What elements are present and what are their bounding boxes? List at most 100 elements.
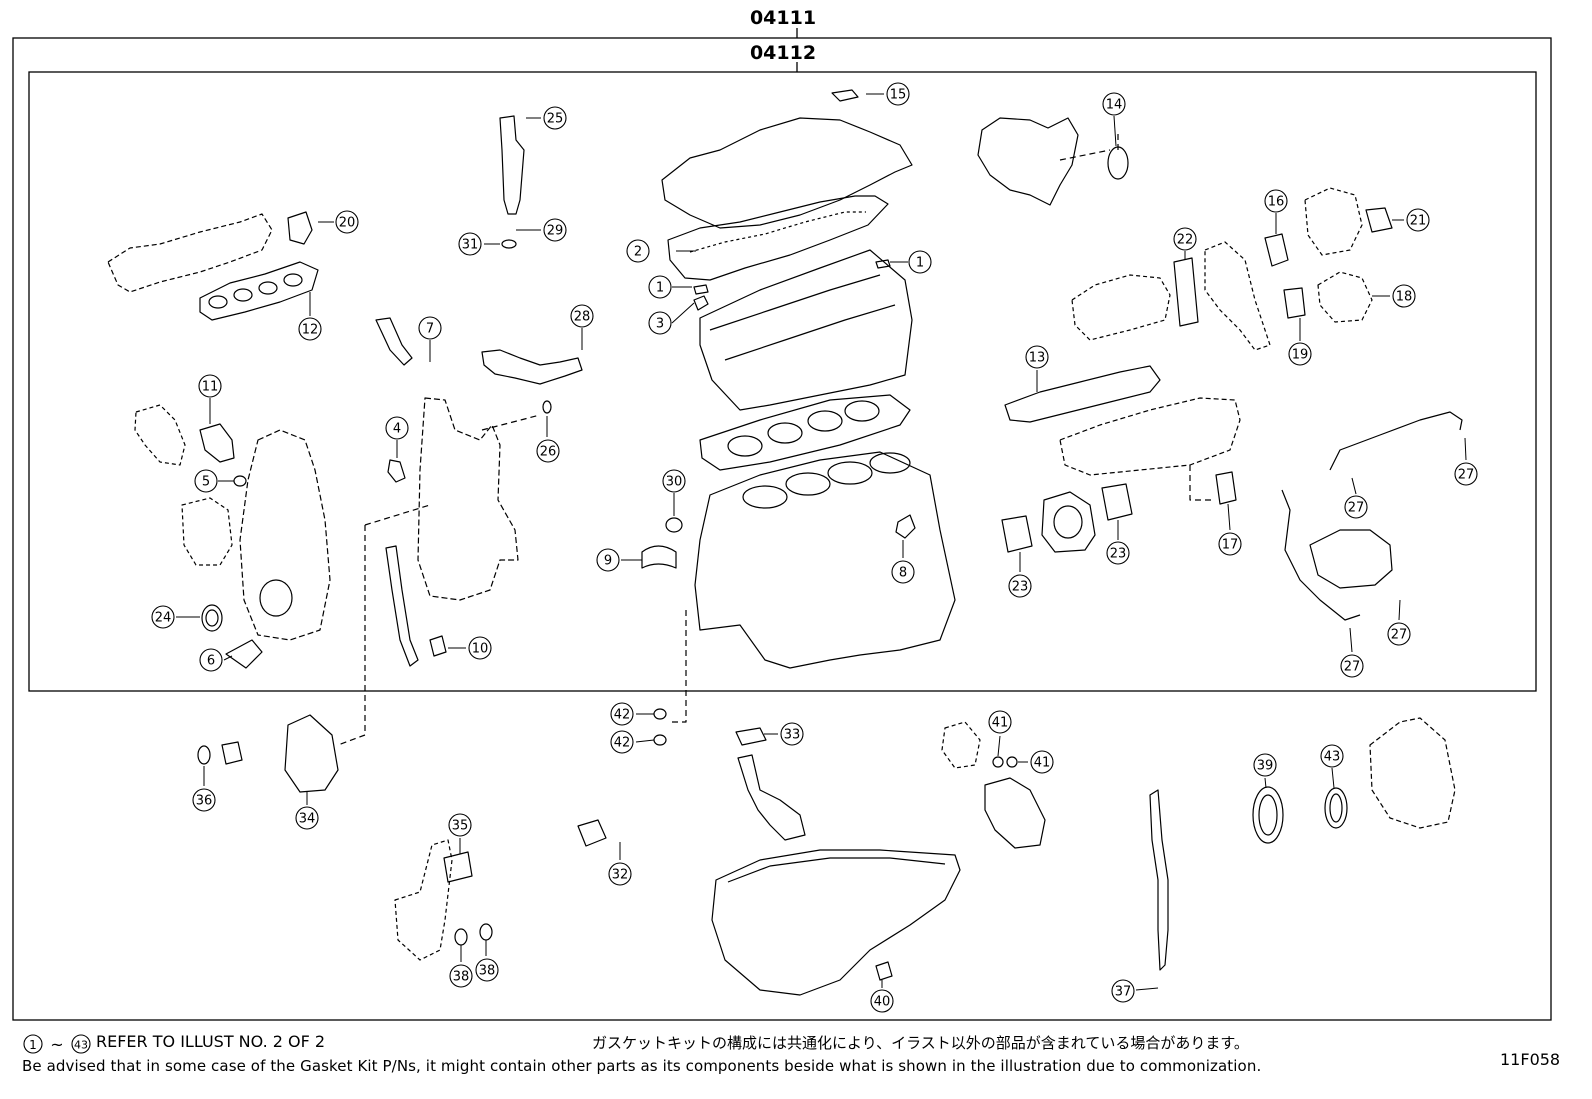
cylinder-block [694,451,956,669]
throttle-bore [1053,505,1083,539]
oring-38b [479,923,493,941]
svg-text:41: 41 [992,716,1009,731]
inner-part-number: 04112 [750,42,816,64]
svg-text:17: 17 [1222,538,1239,553]
exhaust-manifold-gasket [199,261,319,321]
oil-seal-front [201,604,223,632]
svg-text:37: 37 [1115,985,1132,1000]
callout-28: 28 [570,304,594,328]
egr-valve [1304,187,1363,256]
callout-25: 25 [543,106,567,130]
svg-text:23: 23 [1110,547,1127,562]
callout-29: 29 [543,218,567,242]
head-cover-gasket-inner [689,211,866,253]
svg-text:42: 42 [614,736,631,751]
svg-text:38: 38 [479,964,496,979]
svg-text:1: 1 [916,256,924,271]
throttle-body [1041,491,1096,553]
rear-plate [1369,717,1456,829]
callout-1a: 1 [648,275,672,299]
callout-36: 36 [192,788,216,812]
svg-text:12: 12 [302,323,319,338]
oil-pipe-left [375,317,413,366]
illustration-code: 11F058 [1500,1050,1561,1069]
oring-38a [454,928,468,946]
oring-30 [665,517,683,533]
intake-manifold-gasket [1004,365,1161,423]
turbocharger [977,117,1079,206]
callout-37: 37 [1111,979,1135,1003]
callout-31: 31 [458,232,482,256]
svg-text:2: 2 [634,245,642,260]
svg-text:43: 43 [74,1039,88,1052]
svg-text:1: 1 [656,281,664,296]
clip-1a [693,284,709,295]
svg-text:34: 34 [299,812,316,827]
svg-text:18: 18 [1396,290,1413,305]
oil-filter-housing [941,721,981,769]
svg-text:23: 23 [1012,580,1029,595]
callout-9: 9 [596,548,620,572]
oring-36 [197,745,211,765]
gasket-19 [1283,287,1306,319]
water-pump-housing [134,404,186,466]
gasket-21 [1365,207,1393,233]
injector-washer [501,239,517,249]
svg-text:21: 21 [1410,214,1427,229]
footer-tilde: ~ [50,1035,63,1054]
svg-text:39: 39 [1257,759,1274,774]
water-pump-gasket [199,423,235,463]
egr-cooler [1071,274,1171,341]
svg-text:29: 29 [547,224,564,239]
callout-38b: 38 [475,958,499,982]
injector [499,115,525,215]
head-gasket-bores [727,400,880,457]
callout-2: 2 [626,239,650,263]
intake-manifold [1059,397,1241,476]
callout-22: 22 [1173,227,1197,251]
oring-42b [653,734,667,746]
exhaust-manifold [107,213,273,293]
fuel-pipe-upper [1329,411,1463,471]
callout-16: 16 [1264,189,1288,213]
cylinder-head-detail [709,274,896,361]
callout-33: 33 [780,722,804,746]
callout-15: 15 [886,82,910,106]
callout-32: 32 [608,862,632,886]
callout-6: 6 [199,648,223,672]
svg-text:40: 40 [874,995,891,1010]
svg-text:28: 28 [574,310,591,325]
callout-42a: 42 [610,702,634,726]
svg-text:27: 27 [1344,660,1361,675]
sensor-32 [577,819,607,847]
callout-23b: 23 [1106,541,1130,565]
oil-pan [711,849,961,996]
turbo-flange-gasket [287,211,313,245]
oring-41b [1006,756,1018,768]
callout-21: 21 [1406,208,1430,232]
svg-text:30: 30 [666,475,683,490]
front-cover [239,429,331,641]
oil-filter [984,777,1046,849]
sensor-36 [221,741,243,765]
leader-lines [176,93,1467,991]
gasket-35 [443,851,473,883]
egr-gasket-22 [1173,257,1199,327]
svg-text:26: 26 [540,445,557,460]
plug-40 [875,961,893,981]
svg-text:20: 20 [339,216,356,231]
sensor-15 [831,89,859,102]
callout-1b: 1 [908,250,932,274]
callout-13: 13 [1025,345,1049,369]
gasket-16 [1264,233,1289,267]
callout-41b: 41 [1030,750,1054,774]
callout-43: 43 [1320,744,1344,768]
oil-hose-assembly [481,349,583,385]
svg-text:11: 11 [202,380,219,395]
oil-seal-43-inner [1329,793,1343,823]
oil-seal-front-inner [205,609,219,627]
footer-english-note: Be advised that in some case of the Gask… [22,1057,1262,1075]
oil-dipstick-guide [385,545,419,667]
callout-14: 14 [1102,92,1126,116]
gasket-23b [1101,483,1133,521]
